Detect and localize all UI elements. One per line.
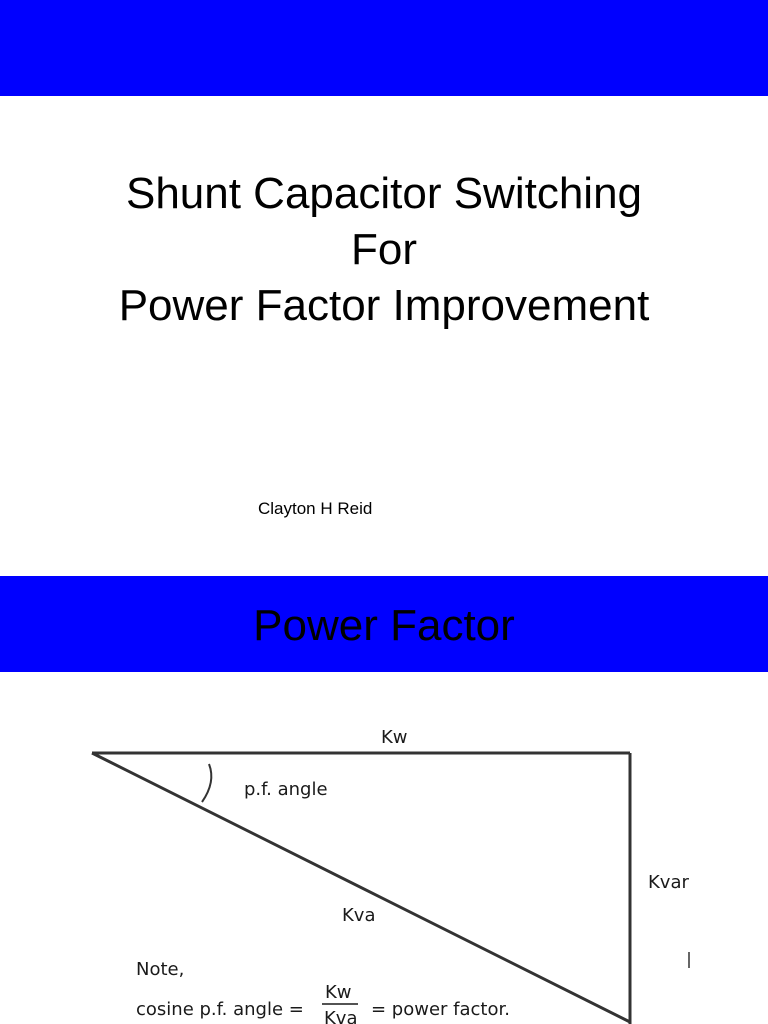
slide-title: Shunt Capacitor Switching For Power Fact…	[0, 166, 768, 334]
fraction-denominator: Kva	[324, 1008, 358, 1024]
power-triangle-diagram: Kw p.f. angle Kva Kvar Note, cosine p.f.…	[91, 727, 690, 1024]
formula-prefix: cosine p.f. angle =	[136, 999, 304, 1020]
section-title: Power Factor	[253, 601, 515, 650]
angle-arc	[201, 763, 213, 803]
note-label: Note,	[136, 959, 184, 980]
kvar-label: Kvar	[648, 872, 689, 893]
kw-label: Kw	[381, 727, 408, 748]
top-header-band	[0, 0, 768, 96]
formula-suffix: = power factor.	[371, 999, 510, 1020]
pf-angle-label: p.f. angle	[244, 779, 328, 800]
kva-label: Kva	[342, 905, 376, 926]
fraction-numerator: Kw	[325, 982, 352, 1003]
author-name: Clayton H Reid	[258, 499, 373, 518]
title-line-3: Power Factor Improvement	[118, 281, 650, 330]
section-header-band	[0, 576, 768, 672]
title-line-1: Shunt Capacitor Switching	[125, 169, 643, 218]
title-line-2: For	[351, 225, 417, 274]
kva-side-line	[91, 751, 631, 1024]
